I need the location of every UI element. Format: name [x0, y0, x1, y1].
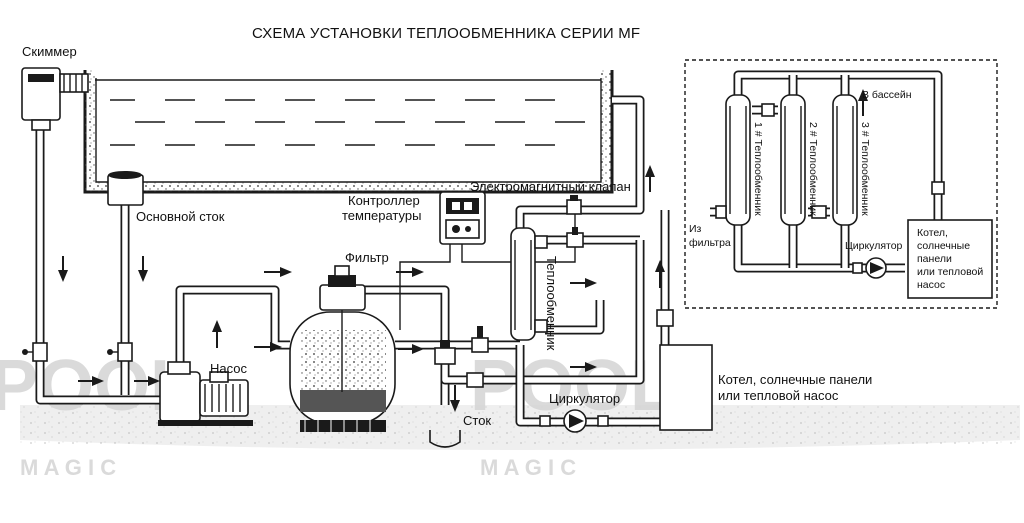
inset-exchanger-1 — [725, 94, 751, 226]
filter-label: Фильтр — [345, 250, 389, 265]
boiler-label-line1: Котел, солнечные панели — [718, 372, 872, 387]
water-surface — [110, 99, 585, 146]
main-drain — [107, 171, 144, 206]
circulator-label: Циркулятор — [549, 391, 620, 406]
inset-exchanger-1-label: 1 # Теплообменник — [752, 122, 764, 216]
inset-circulator-label: Циркулятор — [845, 240, 903, 252]
pump — [158, 361, 253, 426]
inset-to-pool-label: В бассейн — [862, 89, 912, 101]
inset-boiler-line3: панели — [917, 253, 952, 265]
inset-frame — [684, 59, 998, 309]
inset-exchanger-2 — [780, 94, 806, 226]
diagram-title: СХЕМА УСТАНОВКИ ТЕПЛООБМЕННИКА СЕРИИ MF — [252, 25, 640, 42]
watermark-right-sub: M A G I C — [480, 455, 576, 480]
line-valves — [434, 227, 674, 388]
circulator — [539, 409, 609, 433]
boiler-label-line2: или тепловой насос — [718, 388, 839, 403]
inset-exchanger-3 — [832, 94, 858, 226]
main-drain-label: Основной сток — [136, 209, 225, 224]
skimmer — [21, 67, 89, 131]
inset-boiler-line4: или тепловой — [917, 266, 983, 278]
inset-boiler — [907, 219, 993, 299]
skimmer-label: Скиммер — [22, 44, 77, 59]
inset-exchanger-3-label: 3 # Теплообменник — [859, 122, 871, 216]
controller-label-line1: Контроллер — [348, 193, 420, 208]
solenoid-valve — [566, 195, 582, 215]
inset-boiler-line5: насос — [917, 279, 945, 291]
sand-filter — [289, 265, 396, 432]
inset-from-filter-line2: фильтра — [689, 237, 731, 249]
pump-label: Насос — [210, 361, 247, 376]
heat-exchanger — [510, 227, 548, 341]
inset-diagram: 1 # Теплообменник 2 # Теплообменник 3 # … — [684, 59, 998, 309]
inset-from-filter-line1: Из — [689, 223, 702, 235]
controller-label-line2: температуры — [342, 208, 421, 223]
boiler — [659, 344, 713, 431]
suction-valves — [22, 342, 133, 362]
drain-label: Сток — [463, 413, 491, 428]
flow-arrows — [58, 165, 665, 412]
watermark-left-sub: M A G I C — [20, 455, 116, 480]
inset-boiler-line1: Котел, — [917, 227, 948, 239]
solenoid-valve-label: Электромагнитный клапан — [470, 179, 631, 194]
pool-basin — [83, 70, 614, 194]
waste-drain — [429, 430, 461, 448]
heat-exchanger-label: Теплообменник — [544, 256, 559, 351]
inset-circulator — [852, 257, 887, 279]
inset-exchanger-2-label: 2 # Теплообменник — [807, 122, 819, 216]
inset-boiler-line2: солнечные — [917, 240, 970, 252]
